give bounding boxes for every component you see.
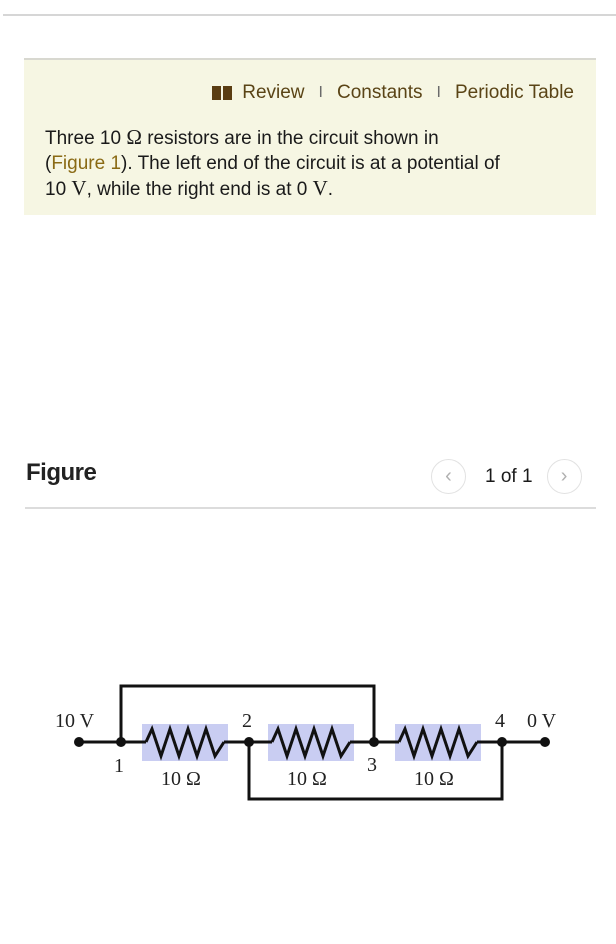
bottom-wire [247, 742, 504, 801]
figure-pager: ‹ 1 of 1 › [431, 459, 582, 494]
chevron-right-icon: › [560, 465, 568, 487]
figure-title: Figure [26, 459, 97, 486]
next-figure-button[interactable]: › [546, 459, 582, 494]
problem-text: Three 10 Ω resistors are in the circuit … [45, 125, 500, 200]
resistor-3 [397, 724, 479, 761]
top-wire [119, 684, 376, 742]
top-divider [3, 14, 616, 16]
node-3-label: 3 [367, 754, 377, 776]
node-4-label: 4 [495, 710, 505, 732]
book-icon [212, 86, 233, 100]
chevron-left-icon: ‹ [445, 465, 452, 487]
node-4 [497, 737, 507, 747]
node-1-label: 1 [114, 755, 124, 777]
node-3 [369, 737, 379, 747]
right-voltage-label: 0 V [527, 710, 557, 732]
figure-link[interactable]: Figure 1 [51, 152, 122, 174]
left-terminal [74, 737, 84, 747]
resistor-2 [270, 724, 352, 761]
problem-panel: Review I Constants I Periodic Table Thre… [24, 58, 596, 215]
previous-figure-button[interactable]: ‹ [431, 459, 466, 494]
right-terminal [540, 737, 550, 747]
node-1 [116, 737, 126, 747]
node-2-label: 2 [242, 710, 252, 732]
review-link[interactable]: Review [242, 82, 305, 103]
periodic-table-link[interactable]: Periodic Table [454, 82, 574, 103]
link-separator: I [318, 84, 323, 101]
resistor-3-label: 10 Ω [414, 768, 454, 790]
resource-links: Review I Constants I Periodic Table [212, 82, 574, 104]
link-separator: I [436, 84, 441, 101]
figure-count: 1 of 1 [485, 465, 533, 487]
node-2 [244, 737, 254, 747]
constants-link[interactable]: Constants [336, 82, 423, 103]
resistor-1 [144, 724, 226, 761]
resistor-1-label: 10 Ω [161, 768, 201, 790]
resistor-2-label: 10 Ω [287, 768, 327, 790]
figure-divider [25, 507, 596, 509]
left-voltage-label: 10 V [55, 710, 95, 732]
